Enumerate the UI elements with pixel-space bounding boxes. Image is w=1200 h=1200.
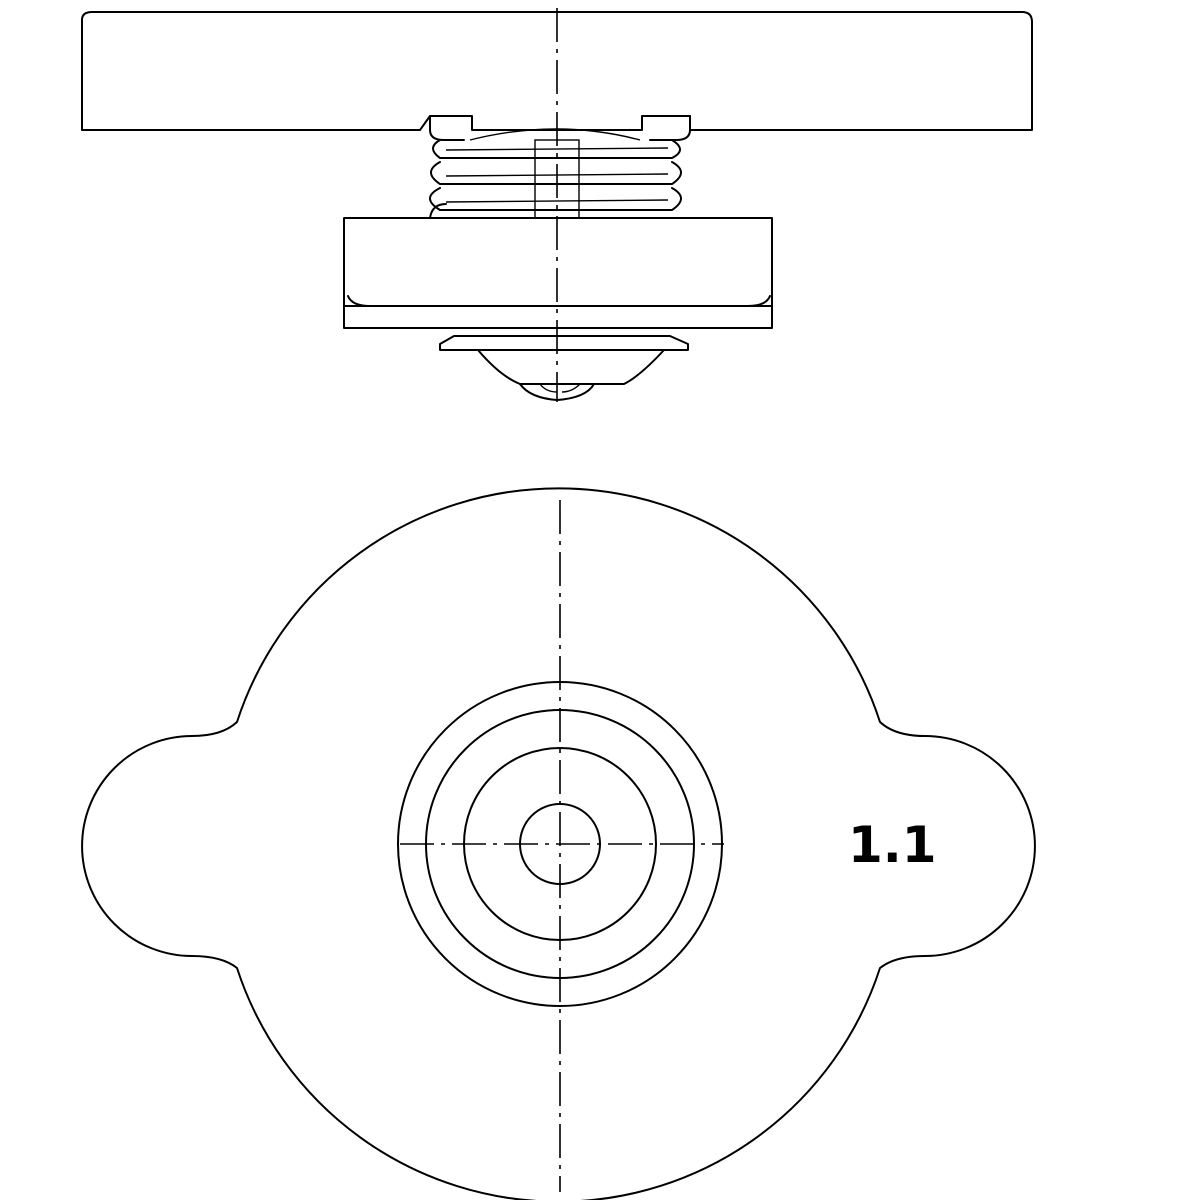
seal-housing	[343, 217, 773, 329]
vacuum-valve-plate	[439, 335, 689, 351]
spring-base-coil	[429, 203, 447, 219]
pressure-rating-label: 1.1	[848, 816, 937, 874]
left-locking-tab	[429, 115, 465, 141]
spring-coil	[430, 161, 682, 185]
cap-outline	[81, 487, 1036, 1200]
inner-dome	[469, 128, 641, 141]
gasket-line	[347, 295, 771, 307]
spring-coil	[429, 187, 682, 211]
cap-top-plate	[81, 11, 1033, 131]
compression-spring	[429, 139, 682, 219]
spring-coil	[432, 139, 681, 159]
top-view: 1.1	[81, 487, 1036, 1200]
vacuum-valve-detail	[539, 383, 581, 393]
side-view	[81, 8, 1033, 402]
right-locking-tab	[649, 115, 691, 141]
vacuum-valve-body	[477, 349, 665, 385]
